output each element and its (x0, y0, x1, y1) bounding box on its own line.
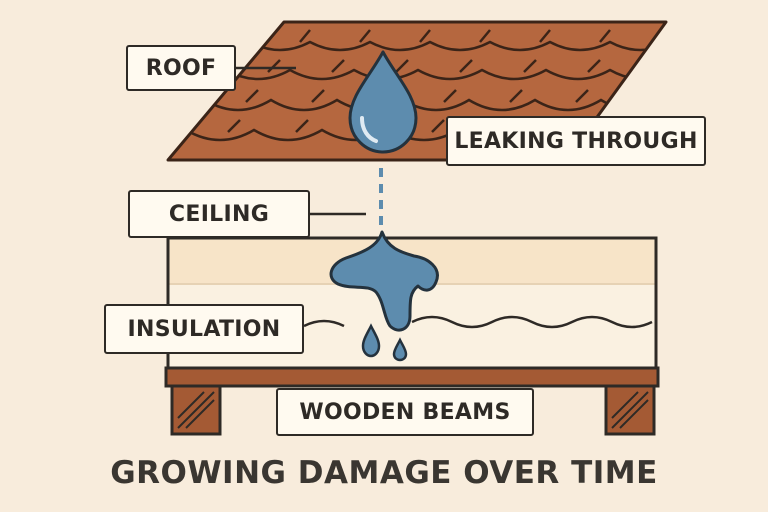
water-stain (329, 230, 439, 362)
roof-label: ROOF (126, 45, 236, 91)
insulation-label: INSULATION (104, 304, 304, 354)
diagram-caption: GROWING DAMAGE OVER TIME (110, 455, 658, 491)
water-drop-icon (348, 50, 418, 154)
wooden-beam (164, 366, 660, 436)
ceiling-label: CEILING (128, 190, 310, 238)
wooden-beams-label: WOODEN BEAMS (276, 388, 534, 436)
leaking-through-label: LEAKING THROUGH (446, 116, 706, 166)
